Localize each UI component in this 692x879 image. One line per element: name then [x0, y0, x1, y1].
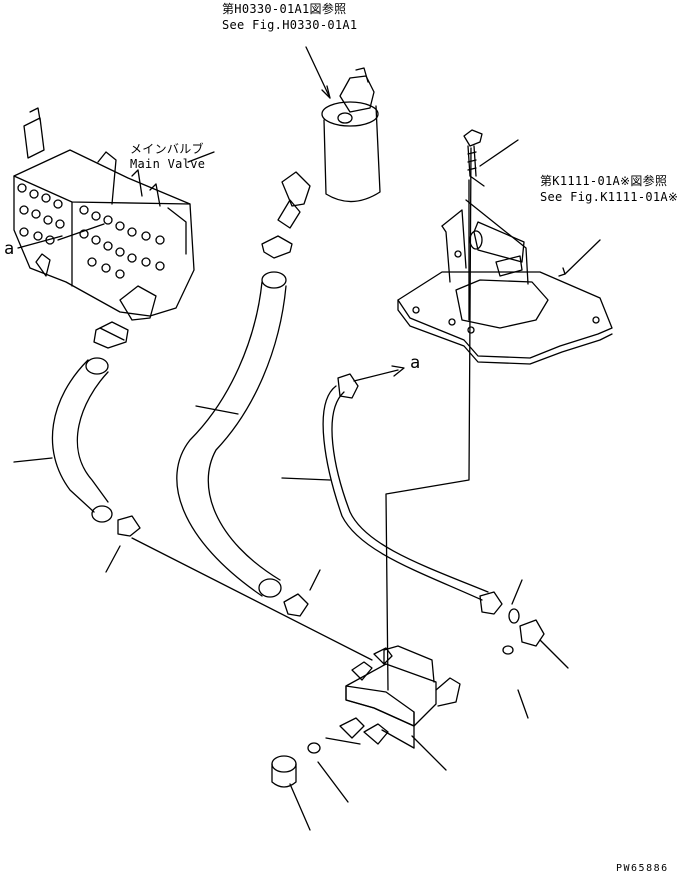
hose-centre	[176, 271, 309, 617]
main-valve-label-en: Main Valve	[130, 157, 206, 171]
right-reference-jp: 第K1111-01A※図参照	[540, 174, 668, 188]
right-reference-en: See Fig.K1111-01A※	[540, 190, 679, 204]
hose-left	[51, 357, 141, 537]
top-reference-jp: 第H0330-01A1図参照	[222, 2, 347, 16]
main-valve	[13, 107, 195, 349]
solenoid-cylinder	[261, 67, 381, 259]
bracket-plate	[397, 175, 613, 365]
main-valve-label-jp: メインバルブ	[130, 142, 204, 156]
cap	[271, 755, 297, 788]
top-reference-en: See Fig.H0330-01A1	[222, 18, 358, 32]
manifold-block	[307, 645, 461, 754]
pilot-tube	[322, 373, 545, 655]
drawing-number: PW65886	[616, 863, 669, 874]
tie-lines	[131, 147, 472, 691]
leader-lines	[13, 46, 601, 831]
connector-label-left: a	[4, 239, 15, 259]
mounting-bolt	[463, 129, 483, 177]
connector-label-right: a	[410, 353, 421, 373]
